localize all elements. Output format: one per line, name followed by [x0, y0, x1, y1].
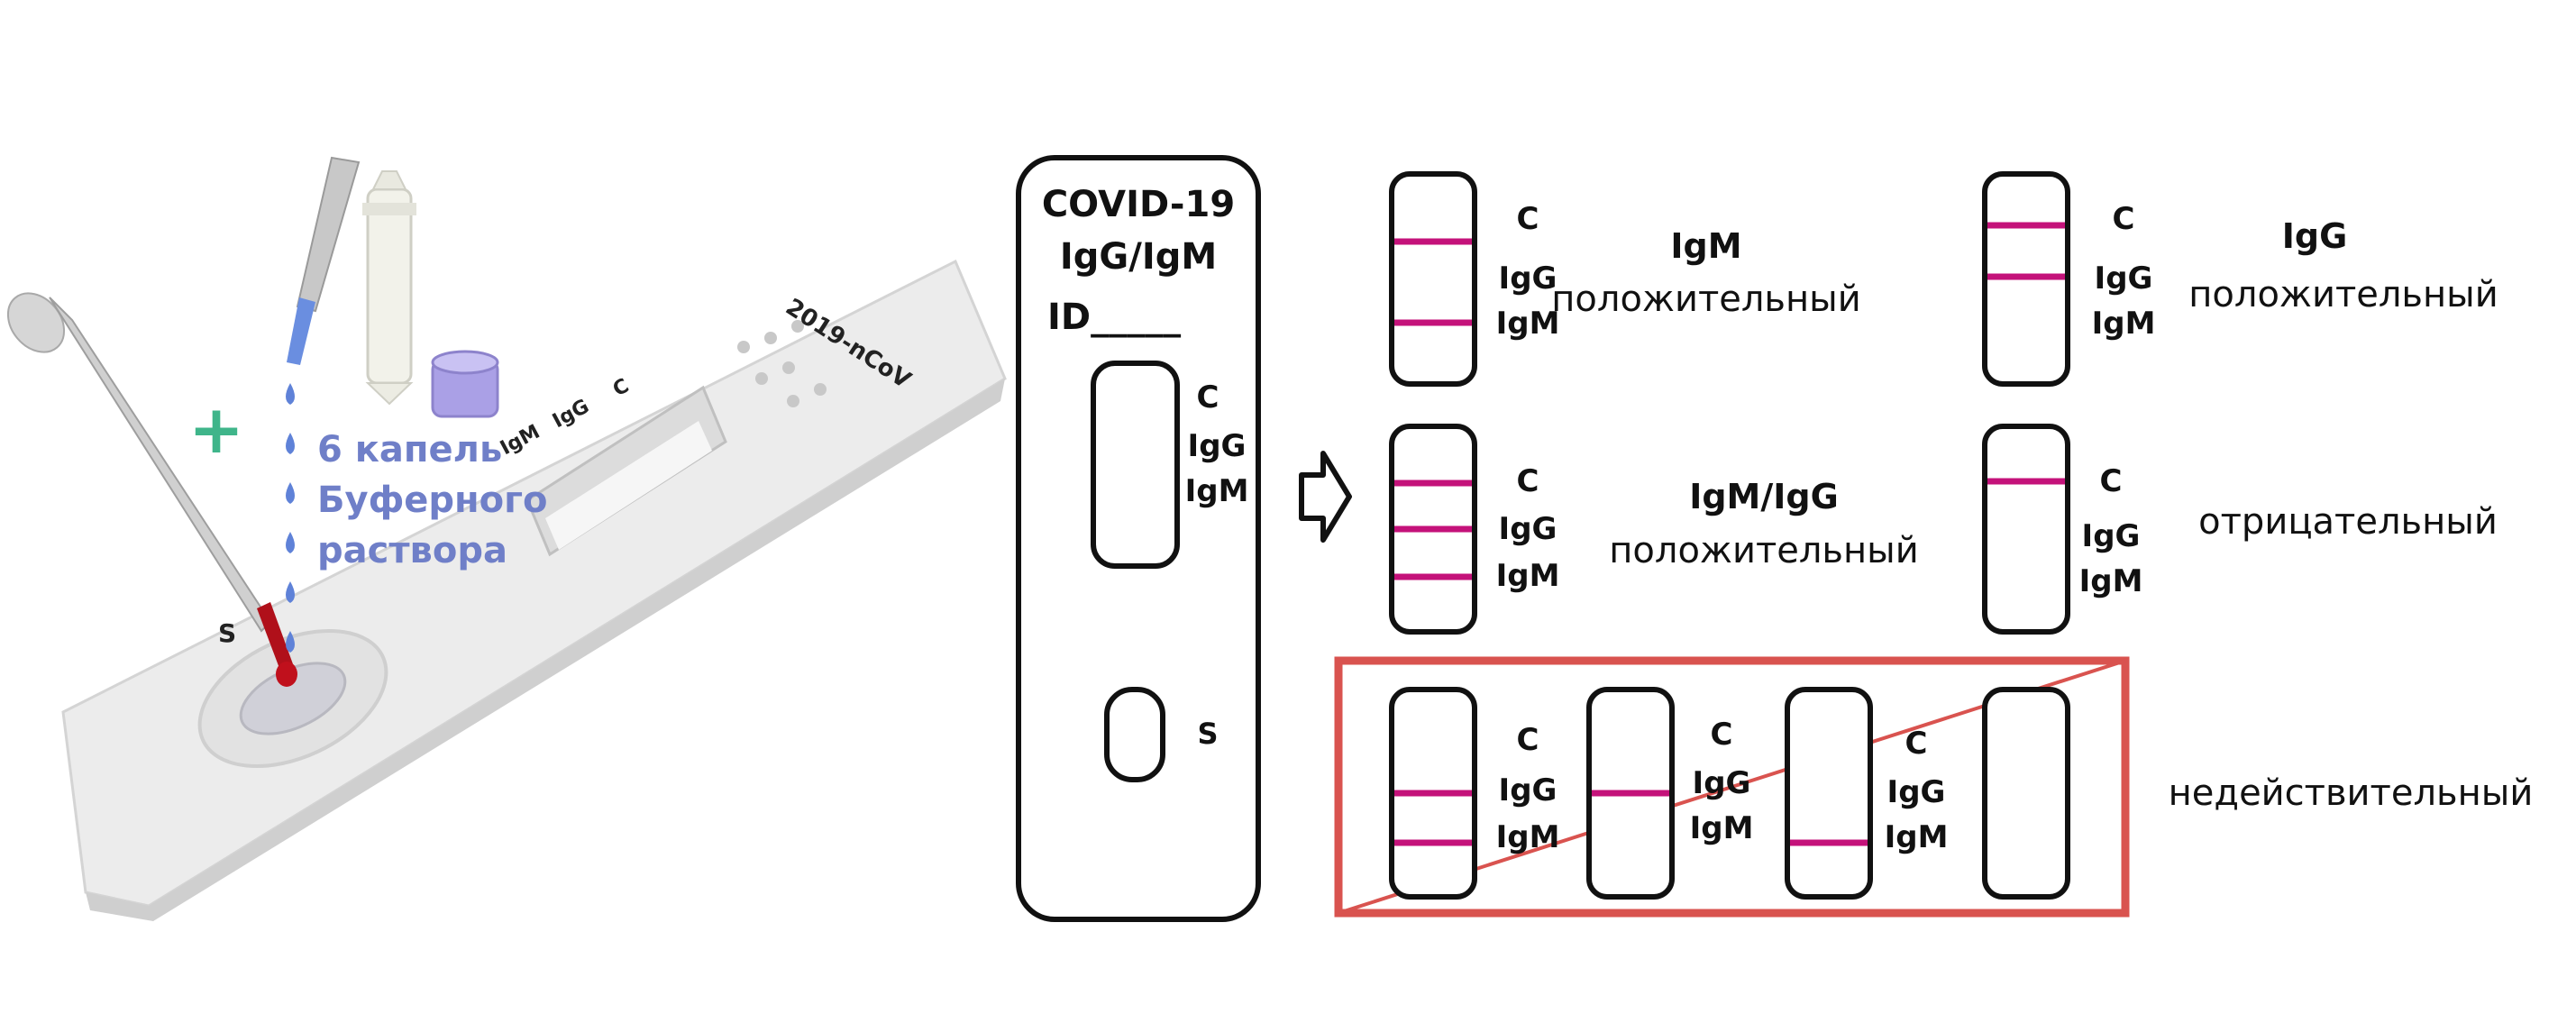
strip-label-igg: IgG — [1499, 772, 1557, 808]
strip-label-c: C — [2100, 463, 2123, 499]
invalid-box — [1334, 656, 2130, 918]
result-text-line-1: IgM/IgG — [1689, 477, 1839, 516]
strip-label-igm: IgM — [1885, 819, 1949, 855]
device-label-c: C — [609, 375, 633, 402]
result-text-line-1: IgM — [1670, 226, 1741, 266]
result-strip — [1389, 171, 1477, 387]
cassette-title-line-2: IgG/IgM — [1060, 236, 1217, 278]
result-example-igm-positive: C IgG IgM IgM положительный — [1389, 171, 1861, 387]
invalid-result-label: недействительный — [2169, 772, 2534, 814]
test-device-illustration: 2019-nCoV C IgG IgM S + — [6, 156, 1007, 921]
result-example-negative: C IgG IgM отрицательный — [1982, 424, 2498, 635]
strip-label-igm: IgM — [1496, 306, 1560, 342]
result-strip — [1785, 687, 1873, 900]
result-strip — [1982, 687, 2070, 900]
device-label-s: S — [218, 618, 236, 648]
strip-label-igg: IgG — [1499, 260, 1557, 297]
result-strip — [1982, 424, 2070, 635]
result-text-line-1: отрицательный — [2198, 501, 2498, 543]
buffer-dropper — [287, 156, 361, 365]
arrow-right-icon — [1299, 451, 1352, 543]
result-example-igm-igg-positive: C IgG IgM IgM/IgG положительный — [1389, 424, 1919, 635]
cassette-label-igg: IgG — [1188, 428, 1247, 464]
result-text-line-2: положительный — [2188, 274, 2498, 315]
buffer-drops — [286, 383, 295, 653]
strip-label-igg: IgG — [1887, 774, 1946, 810]
strip-label-c: C — [1517, 201, 1539, 237]
strip-label-c: C — [1517, 463, 1539, 499]
strip-label-c: C — [1905, 726, 1928, 762]
result-example-invalid: C IgG IgM C IgG IgM C IgG IgM недействит… — [1334, 656, 2534, 918]
cassette-sample-label: S — [1197, 717, 1218, 751]
result-text-line-1: IgG — [2282, 216, 2348, 256]
cassette-title-line-1: COVID-19 — [1042, 184, 1235, 225]
cassette-sample-well — [1104, 687, 1165, 782]
strip-label-igg: IgG — [2082, 518, 2141, 554]
cassette-result-window — [1091, 361, 1180, 569]
cassette-label-igm: IgM — [1185, 473, 1249, 509]
device-label-igm: IgM — [497, 421, 544, 461]
strip-label-igg: IgG — [1693, 765, 1751, 801]
strip-label-igm: IgM — [1496, 819, 1560, 855]
blood-pipette — [6, 292, 297, 687]
result-text-line-2: положительный — [1551, 279, 1860, 320]
strip-label-c: C — [1517, 722, 1539, 758]
buffer-bottle — [362, 170, 416, 406]
strip-label-igg: IgG — [2095, 260, 2153, 297]
cassette-label-c: C — [1197, 379, 1219, 416]
buffer-note-line-2: Буферного — [317, 480, 548, 521]
result-example-igg-positive: C IgG IgM IgG положительный — [1982, 171, 2498, 387]
strip-label-igm: IgM — [2092, 306, 2156, 342]
device-holes — [737, 320, 827, 407]
buffer-note-line-1: 6 капель — [317, 429, 502, 470]
plus-sign: + — [188, 391, 244, 469]
strip-label-igm: IgM — [2079, 563, 2143, 599]
bottle-cap — [431, 350, 499, 418]
strip-label-igm: IgM — [1690, 810, 1754, 846]
buffer-note-line-3: раствора — [317, 530, 507, 571]
cassette-schematic: COVID-19 IgG/IgM ID_____ C IgG IgM S — [1016, 155, 1261, 922]
result-examples: C IgG IgM IgM положительный C IgG IgM Ig… — [1334, 171, 2534, 918]
device-label-igg: IgG — [549, 396, 593, 434]
strip-label-c: C — [2113, 201, 2135, 237]
cassette-id-field: ID_____ — [1047, 297, 1181, 338]
strip-label-c: C — [1711, 717, 1733, 753]
result-text-line-2: положительный — [1609, 530, 1918, 571]
strip-label-igg: IgG — [1499, 511, 1557, 547]
strip-label-igm: IgM — [1496, 558, 1560, 594]
